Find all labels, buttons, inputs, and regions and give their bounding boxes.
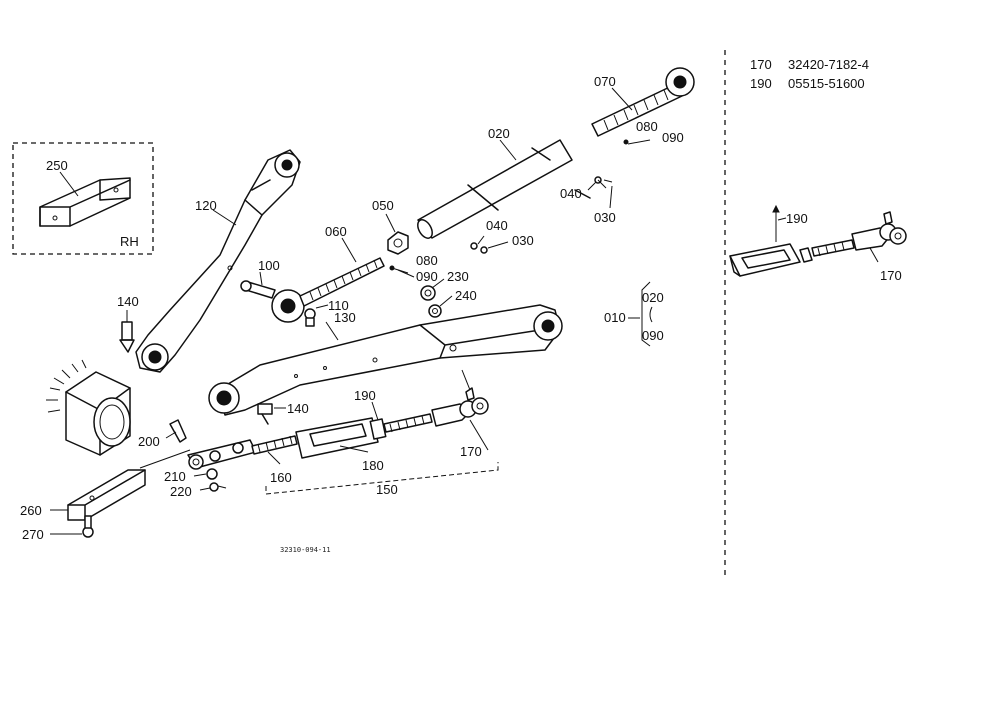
label-010: 010	[604, 310, 626, 325]
label-030-lower: 030	[512, 233, 534, 248]
washer-210-220: 210 220	[164, 468, 227, 499]
label-090-upper: 090	[662, 130, 684, 145]
nut-230-240: 230 240	[420, 269, 477, 318]
assembly-010: 010 020 090	[604, 281, 664, 347]
label-170-detail: 170	[880, 268, 902, 283]
label-230: 230	[447, 269, 469, 284]
part-ref-170: 170	[750, 57, 772, 72]
turnbuckle-detail-right: 190 170	[729, 204, 907, 283]
threaded-end-070: 070	[591, 67, 695, 137]
label-150: 150	[376, 482, 398, 497]
label-170: 170	[460, 444, 482, 459]
bracket-260-housing: 260 270	[20, 359, 191, 542]
label-270: 270	[22, 527, 44, 542]
pin-140-left: 140	[117, 294, 139, 353]
label-100: 100	[258, 258, 280, 273]
turnbuckle-assembly-150: 160 180 190 170 150	[187, 369, 499, 497]
label-020: 020	[488, 126, 510, 141]
tube-020: 020	[417, 126, 591, 239]
label-080-upper: 080	[636, 119, 658, 134]
label-060: 060	[325, 224, 347, 239]
part-no-170: 32420-7182-4	[788, 57, 869, 72]
rh-inset-box: 250 RH	[12, 142, 154, 255]
label-090-assembly: 090	[642, 328, 664, 343]
pin-100: 100 110	[240, 258, 349, 327]
label-180: 180	[362, 458, 384, 473]
label-250: 250	[46, 158, 68, 173]
threaded-rod-060: 060 080 090	[271, 224, 438, 323]
pin-040-030-upper: 040 030	[560, 176, 616, 225]
bolt-200: 200	[138, 419, 187, 449]
label-110: 110	[328, 298, 349, 313]
part-number-table: 170 32420-7182-4 190 05515-51600	[750, 57, 869, 91]
label-040-lower: 040	[486, 218, 508, 233]
label-160: 160	[270, 470, 292, 485]
label-080-lower: 080	[416, 253, 438, 268]
label-140-left: 140	[117, 294, 139, 309]
pin-140-right: 140	[257, 401, 309, 425]
label-030-upper: 030	[594, 210, 616, 225]
label-050: 050	[372, 198, 394, 213]
label-210: 210	[164, 469, 186, 484]
label-090-lower: 090	[416, 269, 438, 284]
pin-040-030-lower: 040 030	[470, 218, 534, 254]
lift-arm-120: 120	[135, 149, 301, 373]
diagram-code: 32310-094-11	[280, 546, 331, 554]
rh-label: RH	[120, 234, 139, 249]
label-120: 120	[195, 198, 217, 213]
part-ref-190: 190	[750, 76, 772, 91]
label-140-right: 140	[287, 401, 309, 416]
part-no-190: 05515-51600	[788, 76, 865, 91]
label-130: 130	[334, 310, 356, 325]
label-260: 260	[20, 503, 42, 518]
label-200: 200	[138, 434, 160, 449]
lower-link-130: 130	[208, 304, 563, 416]
label-190: 190	[354, 388, 376, 403]
label-020-assembly: 020	[642, 290, 664, 305]
label-220: 220	[170, 484, 192, 499]
label-040-upper: 040	[560, 186, 582, 201]
nut-050: 050	[372, 198, 409, 255]
clip-080-090-upper: 080 090	[623, 119, 684, 145]
label-070: 070	[594, 74, 616, 89]
label-240: 240	[455, 288, 477, 303]
label-190-detail: 190	[786, 211, 808, 226]
